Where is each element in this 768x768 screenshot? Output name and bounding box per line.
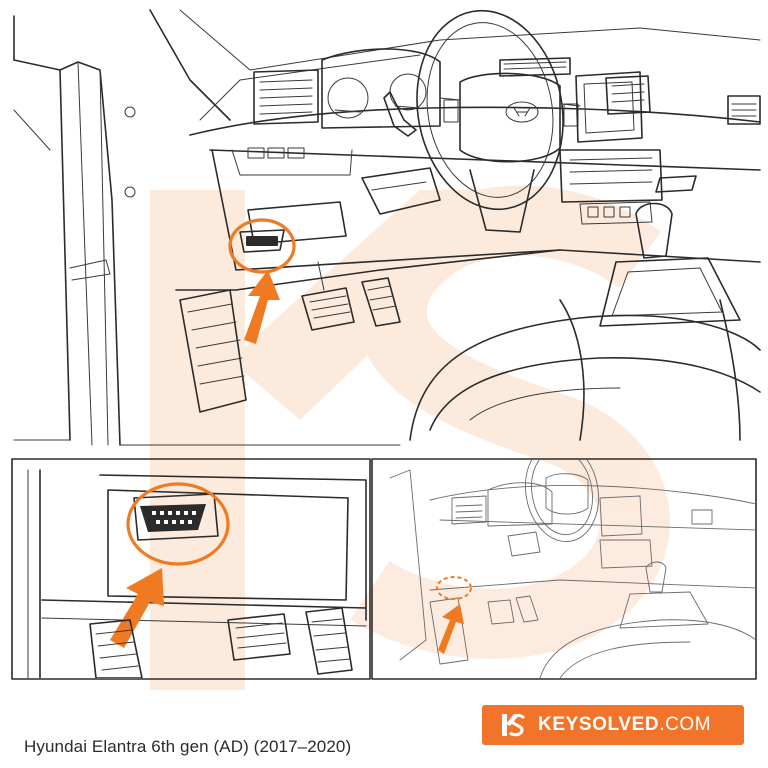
obd-arrow-main bbox=[244, 270, 280, 344]
obd-arrow-closeup bbox=[110, 568, 164, 648]
brand-name: KEYSOLVED.COM bbox=[538, 714, 712, 735]
steering-wheel bbox=[416, 9, 581, 233]
obd-arrow-overview bbox=[438, 604, 464, 654]
closeup-brake-pedal bbox=[227, 613, 291, 661]
driver-seat bbox=[409, 299, 761, 441]
door-hinge-top bbox=[124, 106, 136, 118]
left-air-vent bbox=[253, 69, 319, 125]
hyundai-logo-icon bbox=[505, 101, 539, 123]
wiper-stalk bbox=[383, 91, 417, 137]
storage-cubby bbox=[361, 167, 441, 215]
panel-closeup-frame bbox=[11, 458, 371, 680]
closeup-panel bbox=[27, 469, 367, 678]
steering-column bbox=[469, 169, 535, 233]
closeup-dash-edge bbox=[99, 474, 367, 621]
obd-highlight-circle-main bbox=[228, 218, 296, 274]
glovebox-handle bbox=[655, 175, 697, 193]
gear-shifter bbox=[599, 202, 741, 327]
watermark-s bbox=[350, 185, 670, 659]
watermark-k-stem bbox=[150, 190, 245, 690]
obd-highlight-dashed-overview bbox=[436, 576, 472, 600]
door-edge bbox=[13, 59, 71, 441]
right-center-vent bbox=[605, 75, 651, 115]
overview-door bbox=[389, 469, 427, 661]
keysolved-brand-badge[interactable]: KEYSOLVED.COM bbox=[482, 705, 744, 745]
floor-mat bbox=[179, 289, 247, 413]
overview-panel bbox=[389, 460, 755, 678]
panel-overview-frame bbox=[371, 458, 757, 680]
dashboard-top bbox=[189, 106, 761, 136]
ks-logo-icon bbox=[502, 714, 526, 737]
lower-dash-left bbox=[211, 149, 561, 271]
door-hinge-bottom bbox=[124, 186, 136, 198]
center-vent bbox=[499, 57, 571, 77]
ks-watermark bbox=[150, 185, 670, 690]
obd-highlight-circle-closeup bbox=[126, 482, 230, 566]
dash-buttons bbox=[247, 147, 305, 159]
right-air-vent bbox=[727, 95, 761, 125]
infotainment-screen bbox=[575, 71, 643, 143]
closeup-accelerator-pedal bbox=[305, 607, 353, 675]
climate-controls bbox=[559, 149, 697, 225]
watermark-k-arm bbox=[230, 190, 540, 420]
main-scene bbox=[13, 9, 761, 446]
closeup-knee-panel bbox=[107, 489, 349, 601]
center-console-top bbox=[499, 57, 651, 143]
vehicle-caption: Hyundai Elantra 6th gen (AD) (2017–2020) bbox=[24, 737, 352, 756]
accelerator-pedal bbox=[361, 277, 401, 327]
lower-dash-edge bbox=[175, 249, 761, 291]
closeup-floor-mat bbox=[89, 619, 143, 678]
brake-pedal bbox=[301, 261, 355, 331]
instrument-cluster bbox=[321, 48, 441, 129]
steering-hub bbox=[459, 72, 561, 163]
door-latch bbox=[69, 259, 111, 281]
a-pillar bbox=[149, 9, 231, 121]
obd-port-main bbox=[239, 201, 347, 253]
obd-port-closeup bbox=[133, 493, 219, 541]
